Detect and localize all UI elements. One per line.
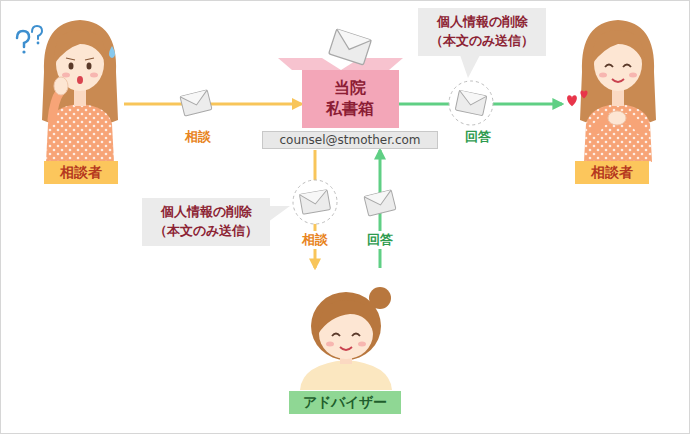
edge-label: 回答 (463, 128, 493, 146)
note-callout: 個人情報の削除 （本文のみ送信） (142, 198, 270, 246)
edge-label: 相談 (300, 231, 330, 249)
consultant-figure: 相談者 (38, 24, 124, 184)
flow-arrow (124, 103, 302, 106)
adviser-woman (300, 287, 392, 390)
adviser-figure: アドバイザー (286, 268, 404, 414)
mailbox-title: 当院 私書箱 (302, 70, 399, 128)
edge-label: 回答 (365, 231, 395, 249)
callout-text: 個人情報の削除 （本文のみ送信） (424, 13, 540, 51)
happy-woman (567, 20, 656, 162)
callout-text: 個人情報の削除 （本文のみ送信） (148, 203, 264, 241)
worried-woman (17, 20, 118, 162)
mailbox-lid (278, 29, 403, 70)
mailbox-node: 当院 私書箱 counsel@stmother.com (262, 70, 438, 150)
person-label: 相談者 (575, 161, 649, 184)
email-address: counsel@stmother.com (262, 131, 438, 149)
note-callout: 個人情報の削除 （本文のみ送信） (418, 8, 546, 56)
person-label: アドバイザー (289, 391, 401, 414)
person-label: 相談者 (44, 161, 118, 184)
edge-label: 相談 (183, 128, 213, 146)
consultant-figure: 相談者 (562, 24, 662, 184)
